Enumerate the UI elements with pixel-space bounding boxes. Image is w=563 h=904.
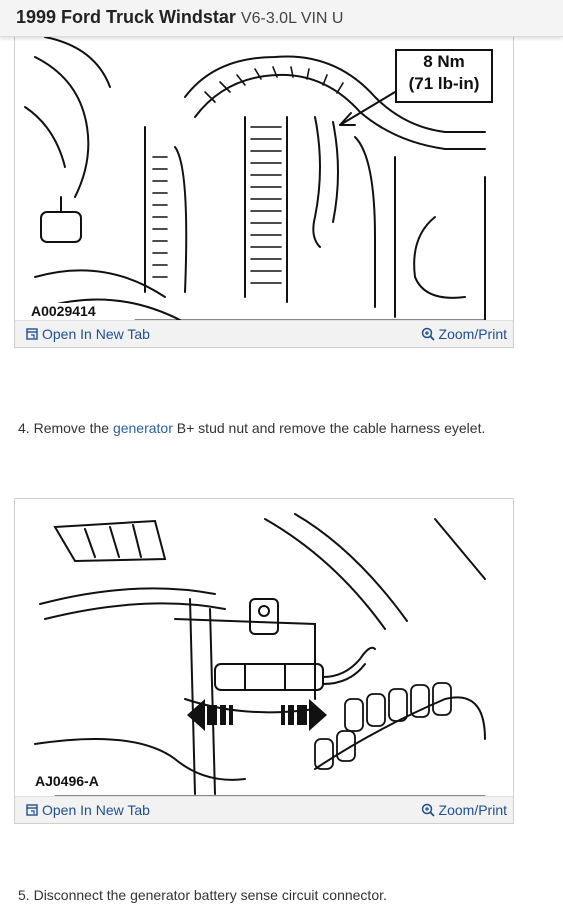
open-in-new-tab-label: Open In New Tab — [42, 326, 150, 342]
torque-lbin: (71 lb-in) — [408, 74, 480, 93]
step-text-after: B+ stud nut and remove the cable harness… — [176, 420, 486, 436]
engine-subtitle: V6-3.0L VIN U — [240, 10, 344, 27]
open-in-new-tab-label: Open In New Tab — [42, 802, 150, 818]
open-in-new-tab-link[interactable]: Open In New Tab — [26, 802, 150, 818]
step-text-before: Remove the — [33, 420, 110, 436]
vehicle-title: 1999 Ford Truck Windstar — [16, 7, 236, 27]
zoom-in-icon — [421, 803, 435, 817]
step-5: 5. Disconnect the generator battery sens… — [18, 887, 387, 903]
external-link-icon — [26, 804, 38, 816]
external-link-icon — [26, 328, 38, 340]
step-number: 5. — [18, 887, 30, 903]
zoom-in-icon — [421, 327, 435, 341]
zoom-print-label: Zoom/Print — [438, 326, 507, 342]
figure-2: AJ0496-A Open In New Tab Zoom/Print — [14, 498, 514, 824]
page-header: 1999 Ford Truck Windstar V6-3.0L VIN U — [0, 0, 563, 37]
figure-code: A0029414 — [29, 303, 98, 319]
figure-code: AJ0496-A — [33, 773, 101, 789]
figure-1-toolbar: Open In New Tab Zoom/Print — [15, 320, 513, 347]
step-number: 4. — [18, 420, 30, 436]
torque-spec-label: 8 Nm (71 lb-in) — [395, 49, 493, 103]
step-text: Disconnect the generator battery sense c… — [33, 887, 387, 903]
step-4: 4. Remove the generator B+ stud nut and … — [18, 420, 485, 436]
figure-2-toolbar: Open In New Tab Zoom/Print — [15, 796, 513, 823]
alternator-harness-illustration — [24, 37, 486, 320]
figure-2-image: AJ0496-A — [15, 499, 513, 796]
generator-connector-illustration — [34, 513, 486, 796]
generator-link[interactable]: generator — [112, 420, 173, 436]
zoom-print-link[interactable]: Zoom/Print — [421, 326, 507, 342]
page-title: 1999 Ford Truck Windstar V6-3.0L VIN U — [16, 7, 343, 28]
figure-1: 8 Nm (71 lb-in) A0029414 Open In New Tab… — [14, 36, 514, 348]
open-in-new-tab-link[interactable]: Open In New Tab — [26, 326, 150, 342]
zoom-print-label: Zoom/Print — [438, 802, 507, 818]
zoom-print-link[interactable]: Zoom/Print — [421, 802, 507, 818]
figure-1-image: 8 Nm (71 lb-in) A0029414 — [15, 37, 513, 320]
torque-nm: 8 Nm — [423, 52, 465, 71]
